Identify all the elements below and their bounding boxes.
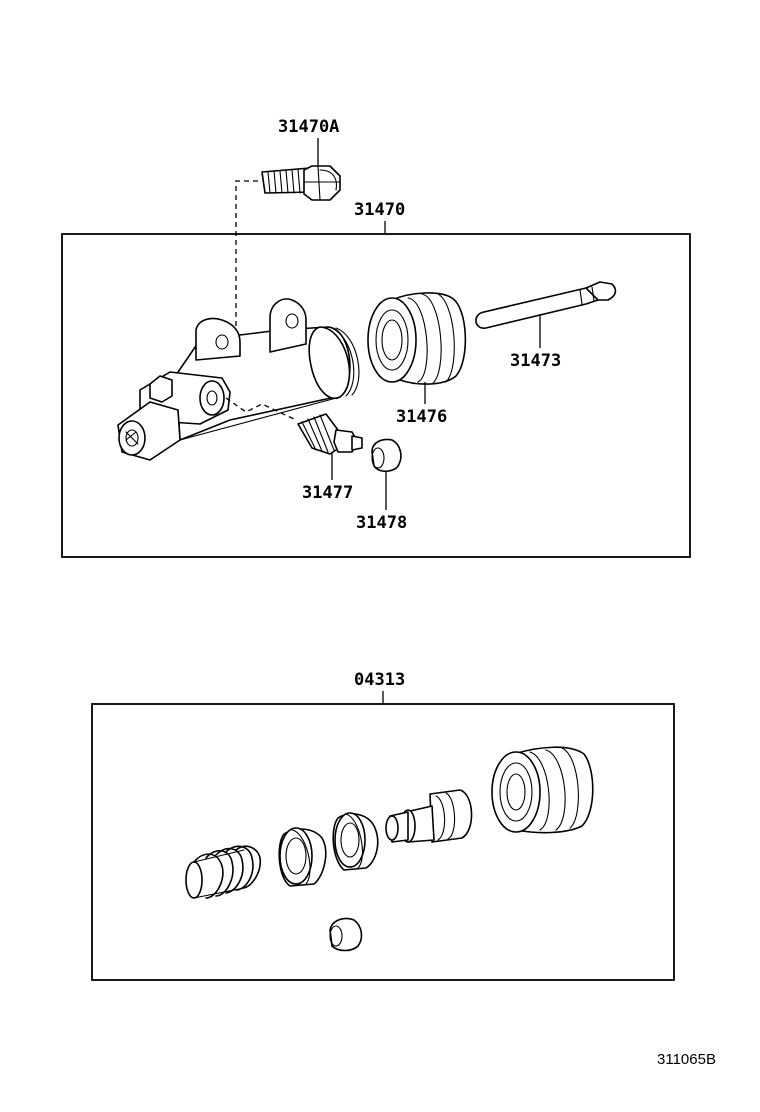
kit-cup-seal-2 bbox=[332, 812, 379, 871]
label-31473: 31473 bbox=[510, 351, 561, 371]
kit-spring bbox=[185, 845, 262, 899]
figure-reference: 311065B bbox=[657, 1051, 716, 1068]
kit-boot bbox=[491, 746, 594, 834]
label-04313: 04313 bbox=[354, 670, 405, 690]
label-31476: 31476 bbox=[396, 407, 447, 427]
bleeder-plug-31477 bbox=[297, 413, 363, 455]
cylinder-body bbox=[117, 298, 360, 461]
label-31478: 31478 bbox=[356, 513, 407, 533]
kit-piston bbox=[385, 789, 473, 843]
cap-31478 bbox=[371, 438, 402, 473]
bolt-31470a: 31470A bbox=[261, 117, 341, 201]
label-31470a: 31470A bbox=[278, 117, 339, 137]
boot-31476 bbox=[367, 292, 467, 385]
kit-cap bbox=[329, 917, 363, 952]
kit-cup-seal-1 bbox=[278, 827, 327, 887]
label-31477: 31477 bbox=[302, 483, 353, 503]
kit-box-04313 bbox=[91, 703, 675, 981]
bolt-dashed-guide bbox=[235, 180, 258, 345]
push-rod-31473 bbox=[475, 281, 617, 329]
assembly-box-31470 bbox=[61, 233, 691, 558]
bleeder-dashed-guide bbox=[225, 397, 297, 421]
label-31470: 31470 bbox=[354, 200, 405, 220]
